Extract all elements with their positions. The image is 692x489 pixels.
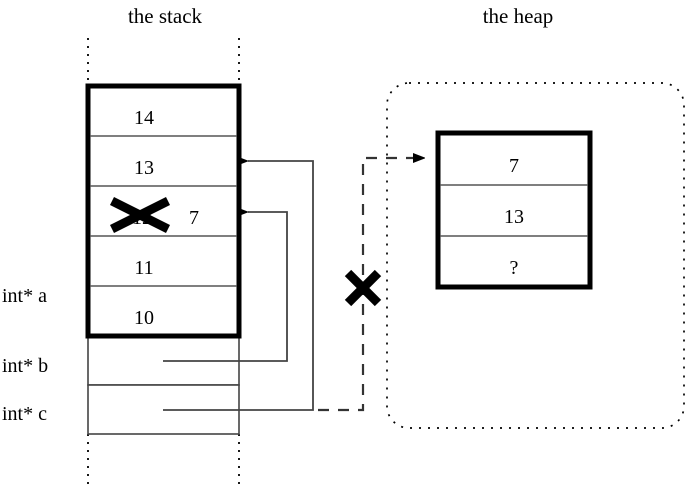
stack-cell-value-10: 10 xyxy=(134,307,154,329)
strikethrough-x-icon xyxy=(109,196,171,234)
pointer-b-to-stack-cell xyxy=(163,212,288,362)
heap-boundary xyxy=(386,82,685,429)
heap-array-box xyxy=(435,130,593,290)
stack-cell-value-13: 13 xyxy=(134,157,154,179)
stack-cell-value-11: 11 xyxy=(134,257,153,279)
stack-array-outline xyxy=(85,83,242,339)
invalidated-pointer-x-icon xyxy=(344,269,382,307)
heap-array-outline xyxy=(435,130,593,290)
variable-label-c: int* c xyxy=(2,403,47,425)
stack-cell-value-7-new: 7 xyxy=(189,207,199,229)
stack-array-box xyxy=(85,83,242,339)
heap-cell-value-7: 7 xyxy=(509,155,519,177)
variable-label-b: int* b xyxy=(2,355,48,377)
stack-region-guides xyxy=(87,38,240,486)
heap-cell-value-13: 13 xyxy=(504,206,524,228)
heap-cell-value-unknown: ? xyxy=(510,257,519,279)
variable-label-a: int* a xyxy=(2,285,47,307)
pointer-c-to-stack-cell xyxy=(163,161,314,411)
stack-variable-slots xyxy=(87,335,240,435)
stack-cell-value-14: 14 xyxy=(134,107,154,129)
stack-title: the stack xyxy=(128,4,203,28)
heap-title: the heap xyxy=(483,4,554,28)
